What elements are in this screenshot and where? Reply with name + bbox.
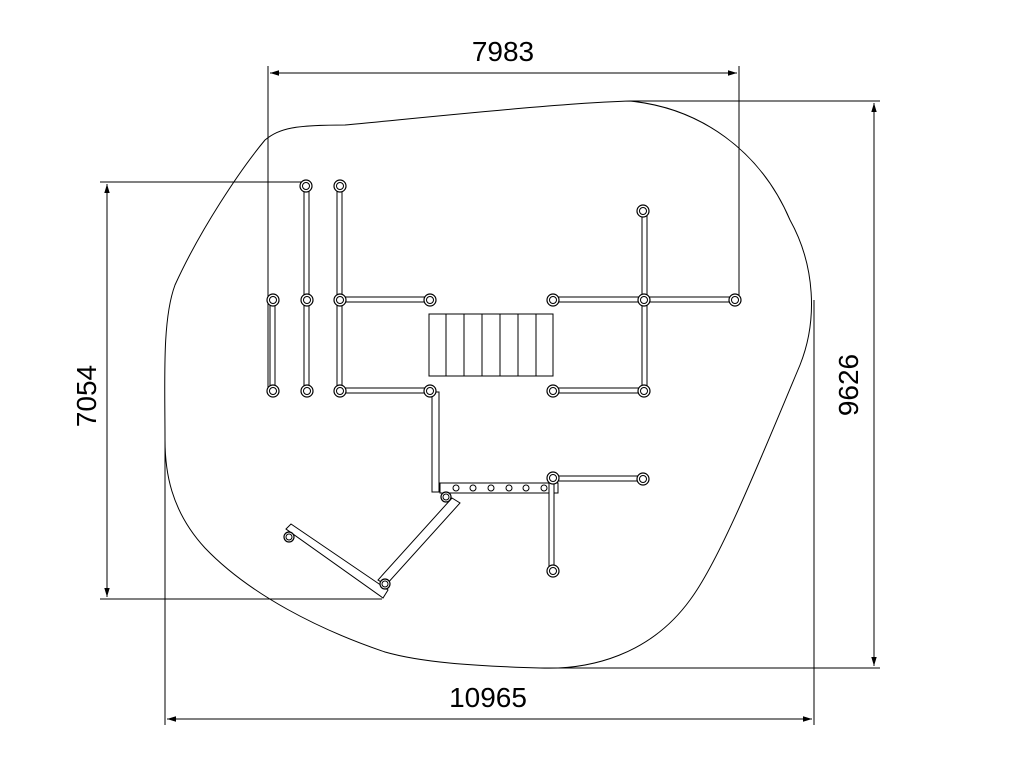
post-icon xyxy=(546,564,560,578)
post-icon xyxy=(299,179,313,193)
dimension-bottom-label: 10965 xyxy=(449,682,527,713)
dimension-top-label: 7983 xyxy=(472,36,534,67)
rail-hole-icon xyxy=(487,484,495,492)
safety-zone-outline xyxy=(164,100,812,669)
post-icon xyxy=(546,384,560,398)
post-icon xyxy=(379,578,391,590)
post-icon xyxy=(266,384,280,398)
post-icon xyxy=(546,293,560,307)
dimension-bottom: 10965 xyxy=(164,300,815,725)
rail-hole-icon xyxy=(540,484,548,492)
rail-hole-icon xyxy=(522,484,530,492)
post-icon xyxy=(636,204,650,218)
post-icon xyxy=(333,384,347,398)
post-icon xyxy=(423,293,437,307)
dimension-left: 7054 xyxy=(71,181,382,600)
dimension-top: 7983 xyxy=(267,36,740,390)
post-icon xyxy=(333,179,347,193)
structure-posts xyxy=(266,179,742,590)
post-icon xyxy=(728,293,742,307)
post-icon xyxy=(637,384,651,398)
post-icon xyxy=(300,293,314,307)
structure-beams xyxy=(269,185,736,599)
rail-hole-icon xyxy=(505,484,513,492)
post-icon xyxy=(300,384,314,398)
post-icon xyxy=(637,293,651,307)
post-icon xyxy=(636,472,650,486)
rail-hole-icon xyxy=(452,484,460,492)
post-icon xyxy=(283,531,295,543)
dimension-left-label: 7054 xyxy=(71,365,102,427)
post-icon xyxy=(266,293,280,307)
post-icon xyxy=(440,491,452,503)
post-icon xyxy=(423,384,437,398)
dimension-right-label: 9626 xyxy=(833,354,864,416)
rail-hole-icon xyxy=(469,484,477,492)
post-icon xyxy=(333,293,347,307)
dimension-right: 9626 xyxy=(540,100,880,669)
post-icon xyxy=(546,471,560,485)
